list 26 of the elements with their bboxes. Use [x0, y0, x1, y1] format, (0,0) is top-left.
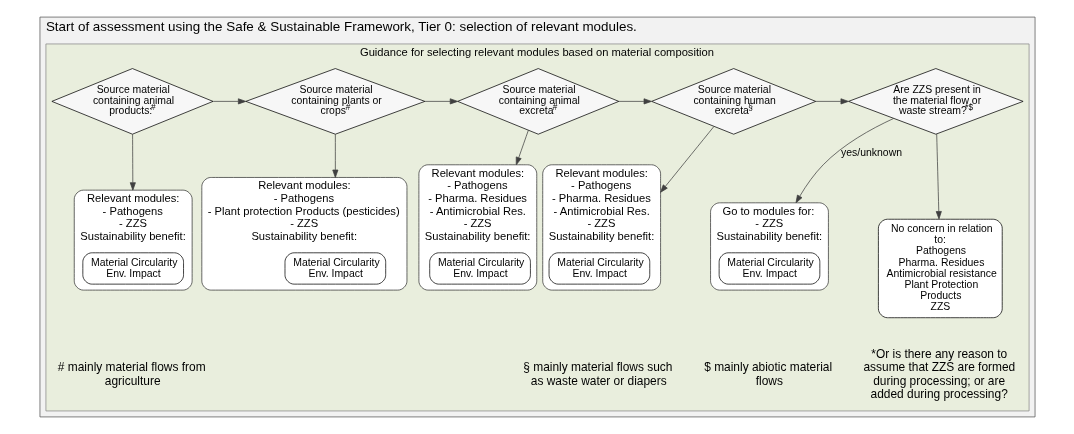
label: *Or is there any reason to assume that ZZS are formed during processing; or are added during processing?	[862, 346, 1015, 402]
arrow	[212, 98, 246, 105]
node-box: Material Circularity Env. Impact	[428, 252, 531, 285]
arrow	[515, 129, 529, 166]
node-box: Material Circularity Env. Impact	[548, 252, 650, 285]
arrow	[659, 126, 714, 193]
node-box: Material Circularity Env. Impact	[718, 252, 820, 285]
label: # mainly material flows from agriculture	[57, 360, 206, 388]
label: § mainly material flows such as waste water or diapers	[522, 360, 672, 388]
arrow	[795, 118, 894, 204]
node-diamond: Source material containing plants or crops$^{#}$	[244, 68, 425, 135]
arrow	[618, 98, 652, 105]
node-box: Material Circularity Env. Impact	[284, 252, 386, 285]
edge-label: yes/unknown	[840, 146, 902, 158]
node-diamond: Are ZZS present in the material flow or waste stream?$^{*$}$	[847, 68, 1023, 135]
label: $ mainly abiotic material flows	[703, 360, 832, 388]
node-diamond: Source material containing animal products:$^{#}$	[51, 68, 213, 135]
arrow	[424, 98, 458, 105]
node-diamond: Source material containing animal excreta$^{#}$	[456, 68, 619, 135]
node-diamond: Source material containing human excreta$^{§}$	[650, 68, 816, 135]
node-box: No concern in relation to: Pathogens Pharma. Residues Antimicrobial resistance Plant Protection Products ZZS	[877, 218, 1003, 319]
node-box: Material Circularity Env. Impact	[81, 252, 184, 285]
arrow	[935, 133, 942, 220]
arrow	[331, 133, 338, 178]
arrow	[814, 98, 849, 105]
arrow	[129, 133, 136, 191]
